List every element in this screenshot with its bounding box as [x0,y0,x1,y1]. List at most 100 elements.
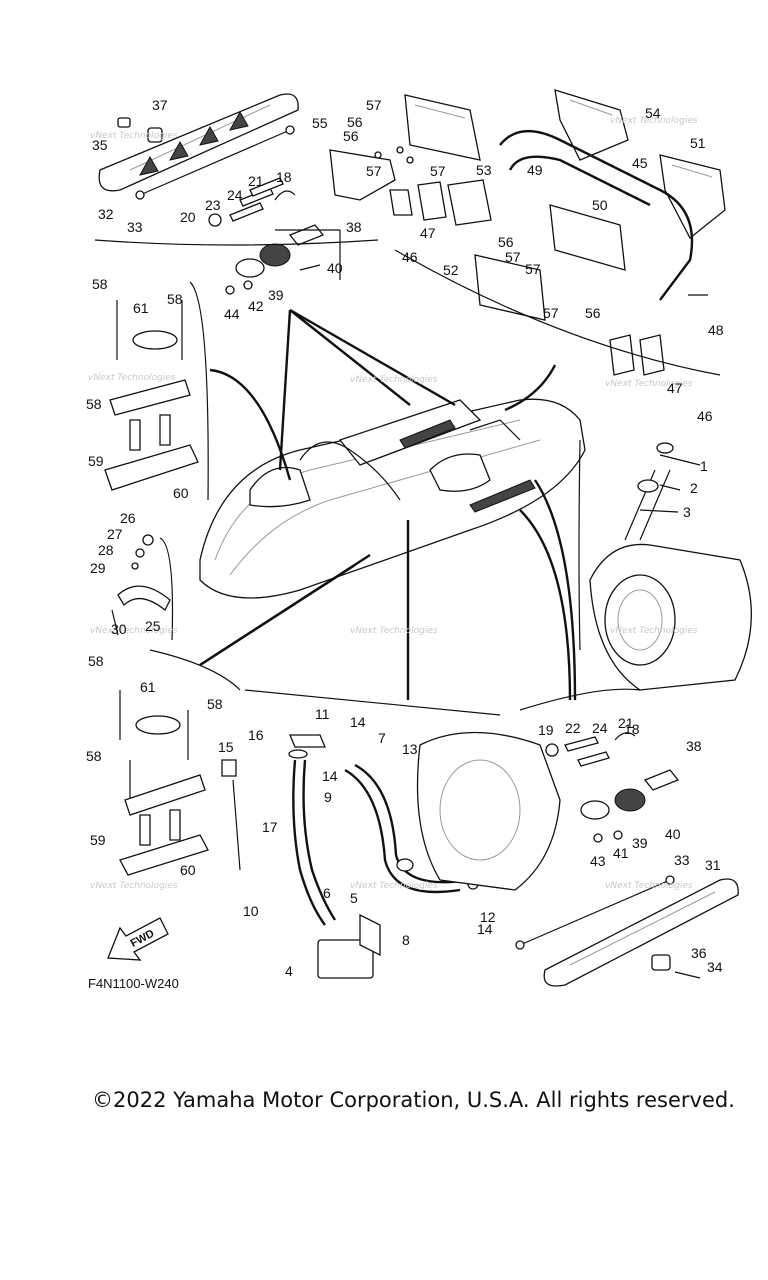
callout-55: 55 [312,115,328,131]
callout-30: 30 [111,621,127,637]
callout-35: 35 [92,137,108,153]
callout-33a: 33 [127,219,143,235]
callout-8: 8 [402,932,410,948]
callout-37: 37 [152,97,168,113]
watermark-6: vNext Technologies [90,626,178,636]
callout-49: 49 [527,162,543,178]
callout-36: 36 [691,945,707,961]
callout-11: 11 [315,706,330,722]
callout-13: 13 [402,741,418,757]
watermark-4: vNext Technologies [88,373,176,383]
callout-32: 32 [98,206,114,222]
callout-39a: 39 [268,287,284,303]
callout-56d: 56 [585,305,601,321]
callout-21b: 21 [618,715,634,731]
callout-7: 7 [378,730,386,746]
callout-17: 17 [262,819,278,835]
callout-10: 10 [243,903,259,919]
watermark-10: vNext Technologies [350,881,438,891]
fwd-arrow: FWD [107,917,169,961]
callout-19: 19 [538,722,554,738]
callout-31: 31 [705,857,721,873]
callout-58a: 58 [92,276,108,292]
callout-57e: 57 [525,261,541,277]
diagram-code: F4N1100-W240 [88,976,179,991]
callout-44: 44 [224,306,240,322]
jet-pump-assembly [589,442,752,691]
callout-57c: 57 [430,163,446,179]
top-right-handle [474,89,726,376]
watermark-5: vNext Technologies [605,379,693,389]
callout-3: 3 [683,504,691,520]
watermark-9: vNext Technologies [90,881,178,891]
callout-58d: 58 [88,653,104,669]
watermark-8: vNext Technologies [610,626,698,636]
leader-lines [94,239,721,716]
callout-15: 15 [218,739,234,755]
callout-47a: 47 [420,225,436,241]
callout-24b: 24 [592,720,608,736]
callout-54: 54 [645,105,661,121]
callout-4: 4 [285,963,293,979]
callout-56c: 56 [498,234,514,250]
callout-46b: 46 [697,408,713,424]
callout-41: 41 [613,845,629,861]
callout-9: 9 [324,789,332,805]
copyright-notice: ©2022 Yamaha Motor Corporation, U.S.A. A… [92,1088,735,1112]
callout-61b: 61 [140,679,156,695]
callout-33b: 33 [674,852,690,868]
callout-27: 27 [107,526,123,542]
watermark-2: vNext Technologies [350,375,438,385]
cleat-upper [104,300,199,491]
callout-14a: 14 [350,714,366,730]
callout-58c: 58 [86,396,102,412]
callout-39b: 39 [632,835,648,851]
watermarks: vNext Technologies vNext Technologies vN… [88,116,698,891]
watermark-3: vNext Technologies [610,116,698,126]
callout-18b: 18 [624,721,640,737]
callout-57b: 57 [366,163,382,179]
callout-61a: 61 [133,300,149,316]
callout-58b: 58 [167,291,183,307]
callout-25: 25 [145,618,161,634]
callout-5: 5 [350,890,358,906]
top-left-rail [98,93,299,200]
callout-57f: 57 [543,305,559,321]
callout-53: 53 [476,162,492,178]
watermark-1: vNext Technologies [90,131,178,141]
hose-assembly [221,731,561,979]
callout-24a: 24 [227,187,243,203]
callout-29: 29 [90,560,106,576]
callout-14b: 14 [322,768,338,784]
callout-26: 26 [120,510,136,526]
callout-38b: 38 [686,738,702,754]
callout-58e: 58 [207,696,223,712]
bottom-right-rail [515,732,739,987]
callout-21a: 21 [248,173,264,189]
watermark-11: vNext Technologies [605,881,693,891]
callout-58f: 58 [86,748,102,764]
callout-47b: 47 [667,380,683,396]
watermark-7: vNext Technologies [350,626,438,636]
callout-57d: 57 [505,249,521,265]
callout-43: 43 [590,853,606,869]
callout-34: 34 [707,959,723,975]
callout-22: 22 [565,720,581,736]
callout-48: 48 [708,322,724,338]
callout-23: 23 [205,197,221,213]
callout-52: 52 [443,262,459,278]
callout-57a: 57 [366,97,382,113]
callout-6: 6 [323,885,331,901]
callout-45: 45 [632,155,648,171]
callout-42: 42 [248,298,264,314]
watercraft-hull [199,398,586,599]
callout-12: 12 [480,909,496,925]
callout-18a: 18 [276,169,292,185]
parts-diagram: FWD vNext Technologies vNext Technologie… [86,89,752,987]
callout-2: 2 [690,480,698,496]
callout-40a: 40 [327,260,343,276]
side-bracket [111,534,171,636]
callout-38a: 38 [346,219,362,235]
top-center-panels [329,94,492,226]
callout-59a: 59 [88,453,104,469]
